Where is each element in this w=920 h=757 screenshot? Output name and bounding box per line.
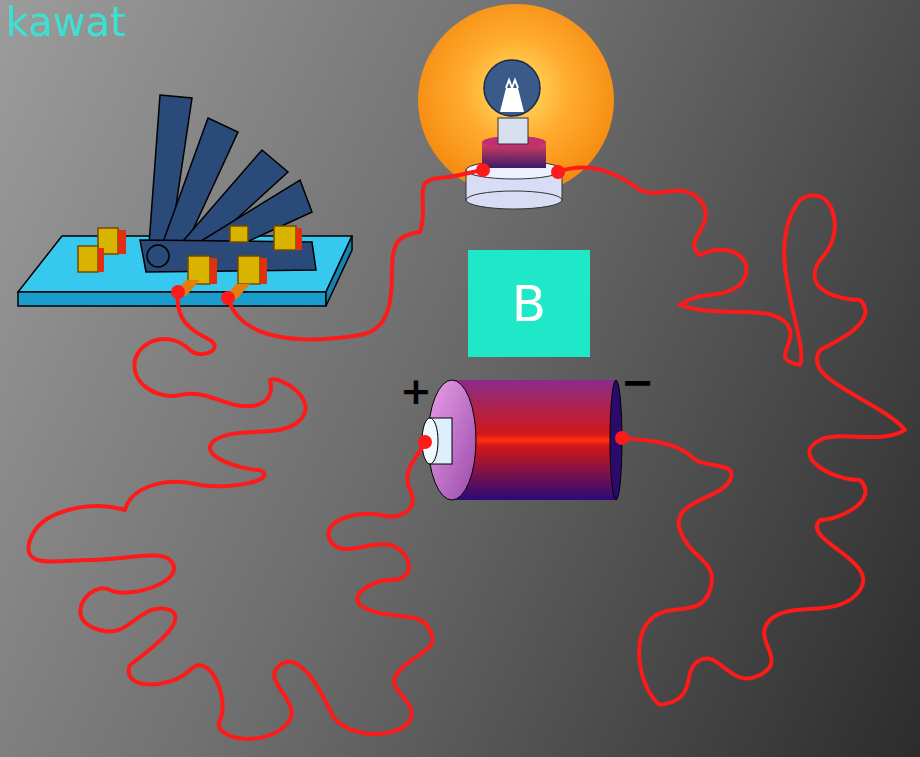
terminal-sign: −	[621, 362, 655, 402]
terminal-sign: +	[400, 372, 432, 410]
terminal-dot	[171, 163, 629, 449]
diagram-title: kawat	[6, 2, 126, 42]
wire	[28, 168, 905, 739]
label-box: B	[468, 250, 590, 357]
box-letter: B	[512, 279, 546, 329]
knife-switch	[18, 95, 352, 306]
battery	[422, 380, 622, 500]
